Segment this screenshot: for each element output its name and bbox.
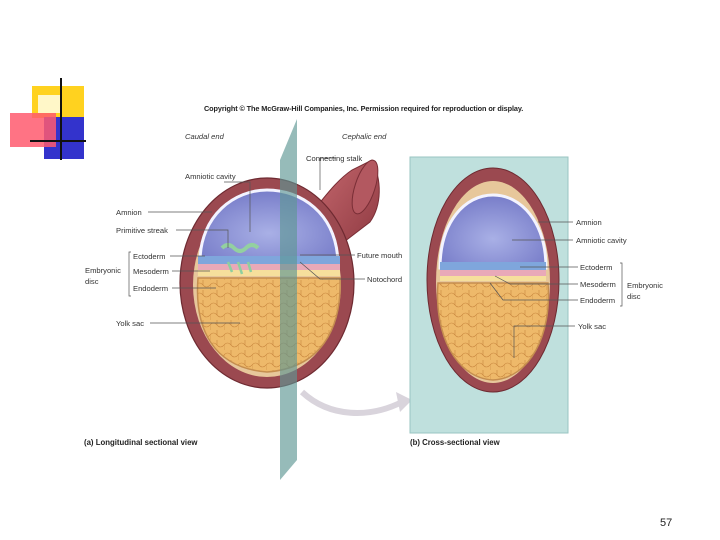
label-notochord: Notochord <box>367 275 402 284</box>
label-primitive-streak: Primitive streak <box>116 226 168 235</box>
label-ectoderm-a: Ectoderm <box>133 252 166 261</box>
ectoderm-layer <box>198 256 340 264</box>
cross-section <box>410 157 568 433</box>
cross-mesoderm <box>440 270 546 276</box>
label-embryonic-disc-a-2: disc <box>85 277 99 286</box>
bracket-embryonic-disc-a <box>129 252 131 296</box>
label-amniotic-cavity-a: Amniotic cavity <box>185 172 236 181</box>
mesoderm-layer <box>198 264 340 270</box>
cross-ectoderm <box>440 262 546 270</box>
label-mesoderm-a: Mesoderm <box>133 267 169 276</box>
label-yolk-sac-a: Yolk sac <box>116 319 144 328</box>
page-number: 57 <box>660 517 672 529</box>
label-amnion-b: Amnion <box>576 218 602 227</box>
transfer-arrow <box>302 392 402 413</box>
label-endoderm-b: Endoderm <box>580 296 615 305</box>
copyright-notice: Copyright © The McGraw-Hill Companies, I… <box>204 104 523 113</box>
label-caudal-end: Caudal end <box>185 132 224 141</box>
label-embryonic-disc-b-2: disc <box>627 292 641 301</box>
label-amnion-a: Amnion <box>116 208 142 217</box>
label-embryonic-disc-b-1: Embryonic <box>627 281 663 290</box>
caption-cross-section: (b) Cross-sectional view <box>410 438 500 447</box>
endoderm-layer <box>198 270 340 276</box>
label-future-mouth: Future mouth <box>357 251 402 260</box>
label-embryonic-disc-a-1: Embryonic <box>85 266 121 275</box>
bracket-embryonic-disc-b <box>620 263 622 306</box>
label-cephalic-end: Cephalic end <box>342 132 386 141</box>
label-mesoderm-b: Mesoderm <box>580 280 616 289</box>
label-ectoderm-b: Ectoderm <box>580 263 613 272</box>
label-yolk-sac-b: Yolk sac <box>578 322 606 331</box>
cross-endoderm <box>440 276 546 281</box>
section-plane <box>280 119 297 480</box>
caption-longitudinal: (a) Longitudinal sectional view <box>84 438 198 447</box>
label-amniotic-cavity-b: Amniotic cavity <box>576 236 627 245</box>
label-endoderm-a: Endoderm <box>133 284 168 293</box>
label-connecting-stalk: Connecting stalk <box>306 154 362 163</box>
